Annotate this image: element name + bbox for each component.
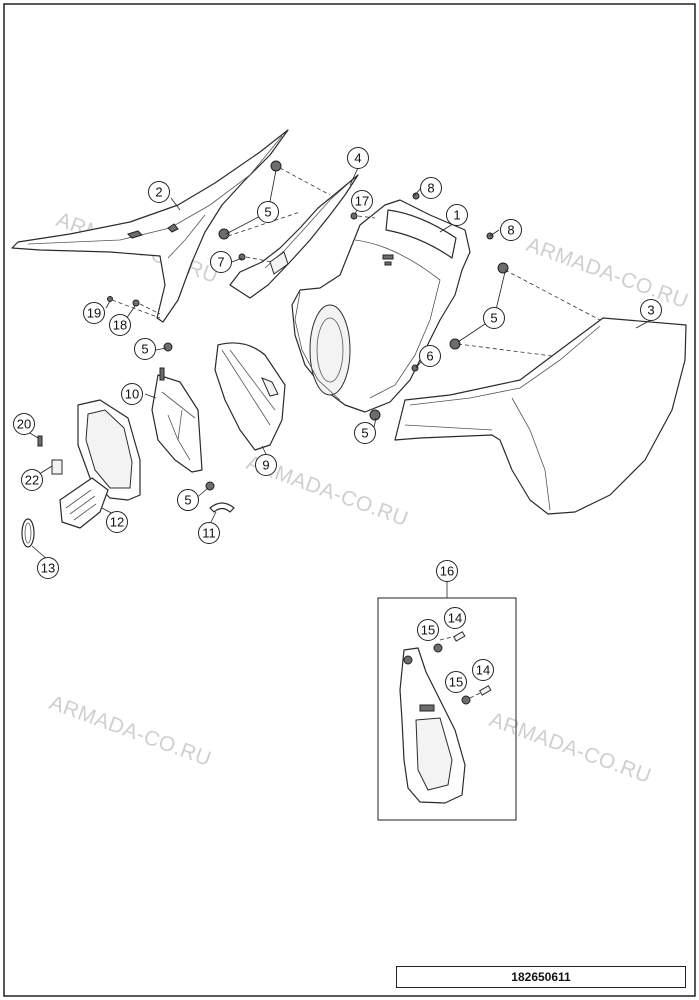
callout-14b-label: 14 <box>476 663 490 678</box>
part-4-side-bracket <box>229 174 359 299</box>
callout-13-label: 13 <box>41 561 55 576</box>
callout-5c: 5 <box>134 338 156 360</box>
callout-15a-label: 15 <box>421 623 435 638</box>
callout-16: 16 <box>436 560 458 582</box>
callout-22: 22 <box>21 469 43 491</box>
callout-10: 10 <box>121 383 143 405</box>
part-16-kit-box <box>377 597 517 821</box>
callout-5d: 5 <box>354 422 376 444</box>
callout-1-label: 1 <box>453 208 460 223</box>
callout-17: 17 <box>351 190 373 212</box>
part-13-clamp-ring <box>21 518 35 548</box>
part-1-airbox <box>291 199 471 413</box>
callout-22-label: 22 <box>25 473 39 488</box>
callout-5e-label: 5 <box>184 493 191 508</box>
part-10-filter-cage <box>151 367 203 473</box>
callout-10-label: 10 <box>125 387 139 402</box>
callout-14b: 14 <box>472 659 494 681</box>
callout-2: 2 <box>148 181 170 203</box>
callout-17-label: 17 <box>355 194 369 209</box>
part-2-side-cover-left <box>11 129 289 323</box>
drawing-border <box>3 3 696 997</box>
callout-5e: 5 <box>177 489 199 511</box>
callout-5a-label: 5 <box>264 205 271 220</box>
callout-19: 19 <box>83 302 105 324</box>
callout-3-label: 3 <box>647 303 654 318</box>
callout-11: 11 <box>198 522 220 544</box>
document-number-box: 182650611 <box>396 966 686 988</box>
callout-8b: 8 <box>500 219 522 241</box>
callout-12-label: 12 <box>110 515 124 530</box>
part-12-air-filter <box>59 399 141 529</box>
callout-18: 18 <box>109 314 131 336</box>
callout-8b-label: 8 <box>507 223 514 238</box>
callout-5b: 5 <box>483 307 505 329</box>
callout-14a-label: 14 <box>448 611 462 626</box>
callout-20-label: 20 <box>17 417 31 432</box>
callout-8a: 8 <box>420 177 442 199</box>
callout-5b-label: 5 <box>490 311 497 326</box>
callout-19-label: 19 <box>87 306 101 321</box>
assembly-lines <box>111 167 601 699</box>
callout-5d-label: 5 <box>361 426 368 441</box>
callout-9-label: 9 <box>262 458 269 473</box>
part-11-clip <box>209 502 235 513</box>
callout-5c-label: 5 <box>141 342 148 357</box>
callout-7-label: 7 <box>217 255 224 270</box>
watermark-2: ARMADA-CO.RU <box>523 233 691 313</box>
callout-14a: 14 <box>444 607 466 629</box>
callout-5a: 5 <box>257 201 279 223</box>
part-3-side-cover-right <box>394 317 687 515</box>
callout-9: 9 <box>255 454 277 476</box>
callout-13: 13 <box>37 557 59 579</box>
callout-8a-label: 8 <box>427 181 434 196</box>
callout-12: 12 <box>106 511 128 533</box>
callout-15a: 15 <box>417 619 439 641</box>
part-9-filter-cover <box>214 342 286 451</box>
callout-11-label: 11 <box>202 526 216 541</box>
callout-4-label: 4 <box>354 151 361 166</box>
callout-3: 3 <box>640 299 662 321</box>
callout-2-label: 2 <box>155 185 162 200</box>
document-number: 182650611 <box>511 970 571 984</box>
callout-15b: 15 <box>445 671 467 693</box>
watermark-5: ARMADA-CO.RU <box>486 708 654 788</box>
callout-15b-label: 15 <box>449 675 463 690</box>
callout-20: 20 <box>13 413 35 435</box>
callout-7: 7 <box>210 251 232 273</box>
callout-18-label: 18 <box>113 318 127 333</box>
callout-16-label: 16 <box>440 564 454 579</box>
callout-6: 6 <box>419 345 441 367</box>
watermark-4: ARMADA-CO.RU <box>46 691 214 771</box>
callout-6-label: 6 <box>426 349 433 364</box>
callout-4: 4 <box>347 147 369 169</box>
callout-1: 1 <box>446 204 468 226</box>
